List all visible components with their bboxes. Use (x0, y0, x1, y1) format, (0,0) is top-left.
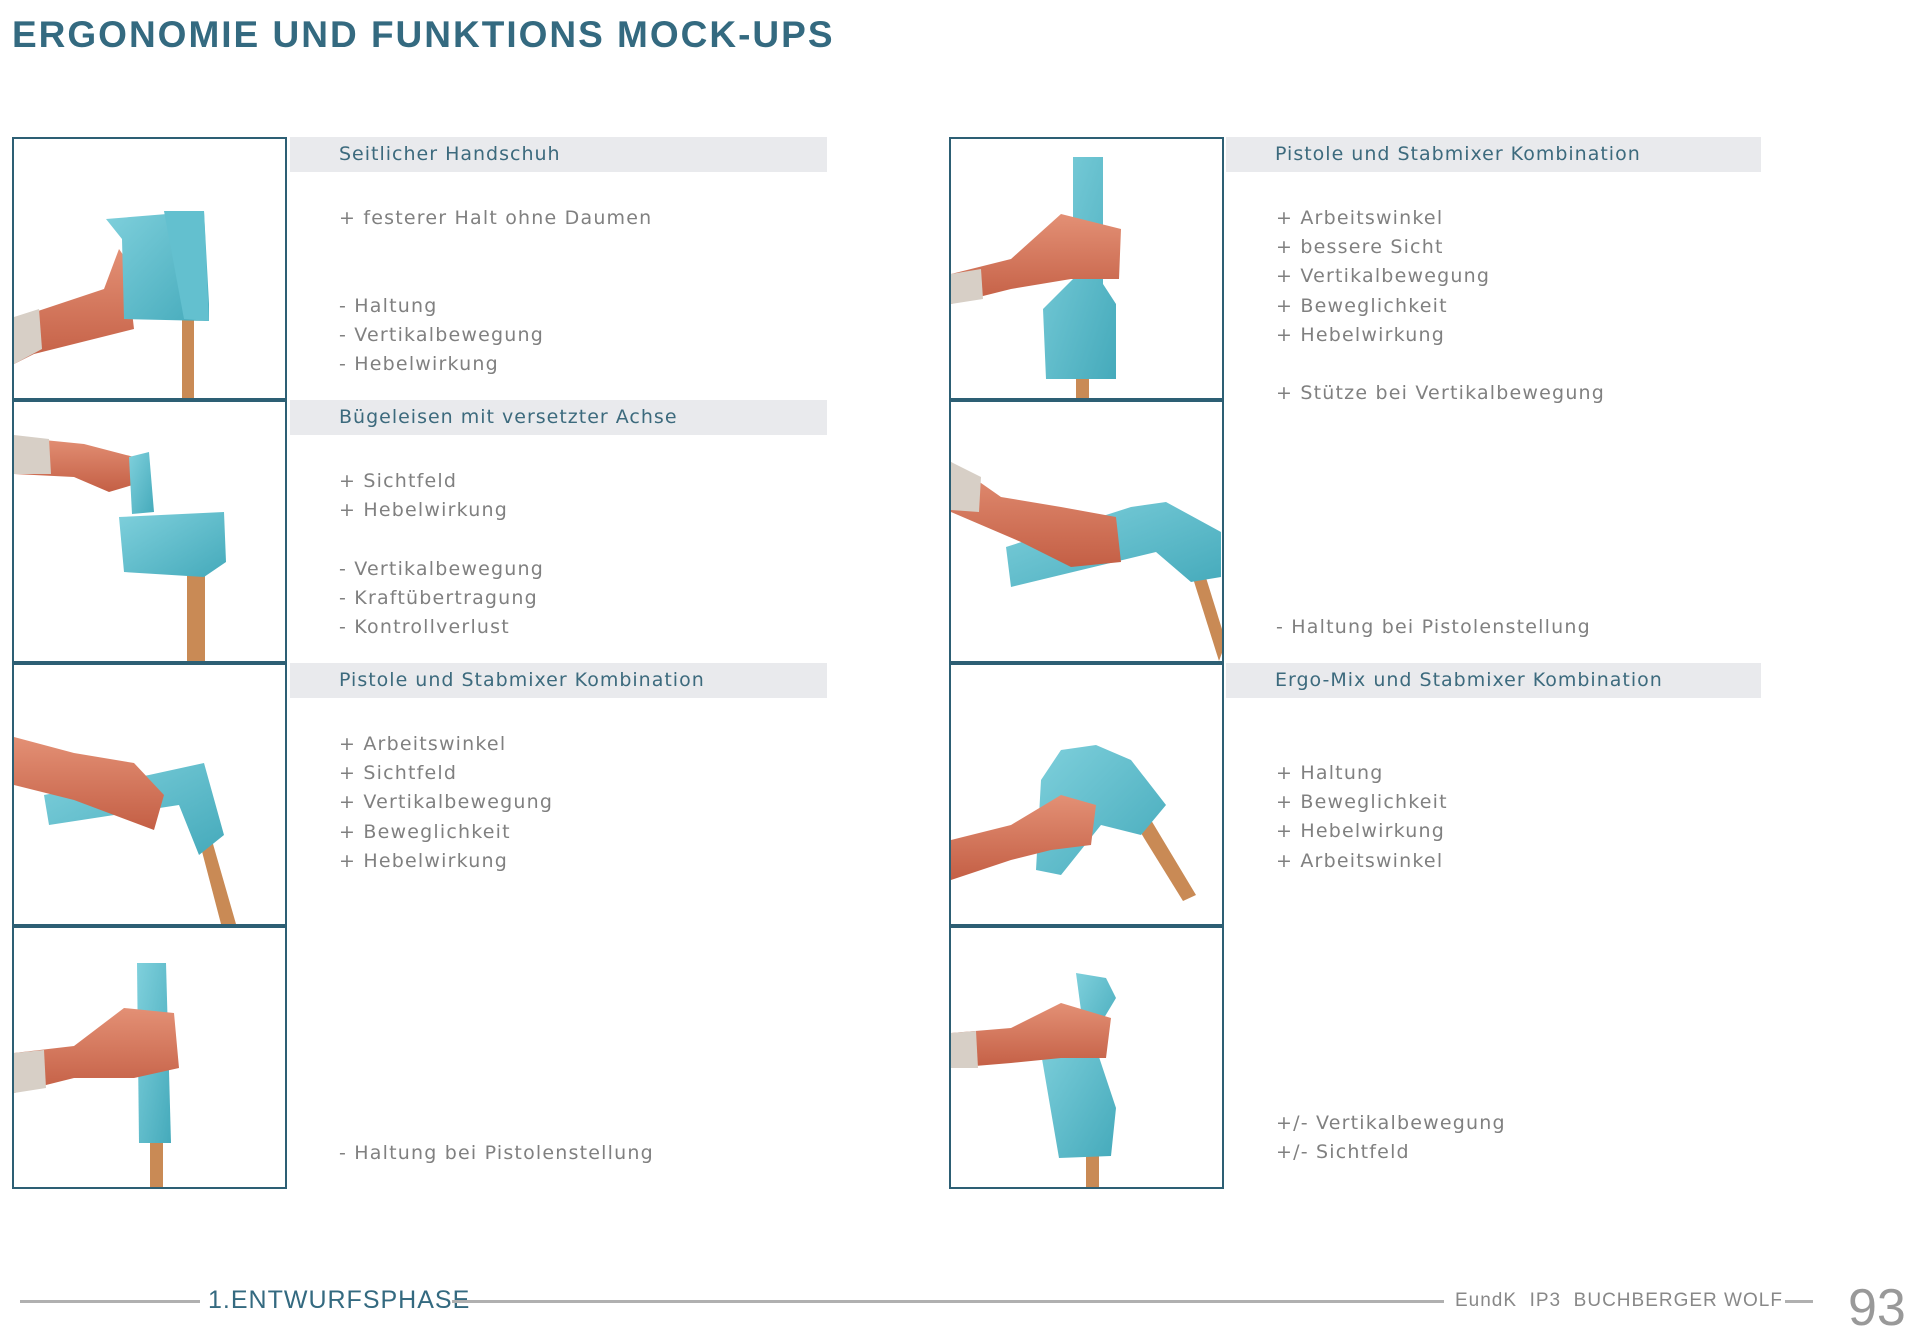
section-notes: - Haltung bei Pistolenstellung (1276, 613, 1591, 642)
note: + Arbeitswinkel (339, 733, 507, 755)
note: + Sichtfeld (339, 470, 458, 492)
page-number: 93 (1848, 1279, 1906, 1337)
note: - Vertikalbewegung (339, 323, 545, 346)
note: + festerer Halt ohne Daumen (339, 207, 653, 229)
footer-chapter: 1.ENTWURFSPHASE (208, 1286, 471, 1314)
note: - Vertikalbewegung (339, 557, 545, 580)
section-notes: + Arbeitswinkel + Sichtfeld + Vertikalbewe… (339, 730, 553, 876)
mockup-photo-stab-diagonal (949, 926, 1224, 1189)
note: + Vertikalbewegung (339, 791, 554, 814)
section-header: Bügeleisen mit versetzter Achse (290, 400, 827, 435)
note (339, 525, 544, 554)
section-header: Pistole und Stabmixer Kombination (290, 663, 827, 698)
note: + Arbeitswinkel (1276, 849, 1444, 872)
note (339, 262, 652, 291)
section-title: Seitlicher Handschuh (339, 143, 561, 165)
note: + Arbeitswinkel (1276, 207, 1444, 229)
note: + Haltung (1276, 762, 1384, 784)
note (1276, 350, 1605, 379)
note: + bessere Sicht (1276, 236, 1444, 259)
section-notes: + festerer Halt ohne Daumen - Haltung - Ve… (339, 204, 652, 379)
note: - Kontrollverlust (339, 615, 510, 638)
section-title: Ergo-Mix und Stabmixer Kombination (1275, 669, 1663, 691)
section-header: Seitlicher Handschuh (290, 137, 827, 172)
section-notes: + Haltung + Beweglichkeit + Hebelwirkung + … (1276, 759, 1448, 876)
mockup-photo-pistolenstellung (949, 400, 1224, 663)
note: - Haltung bei Pistolenstellung (1276, 616, 1591, 638)
section-header: Ergo-Mix und Stabmixer Kombination (1226, 663, 1761, 698)
section-notes: + Sichtfeld + Hebelwirkung - Vertikalbeweg… (339, 467, 544, 642)
footer-divider (452, 1300, 1444, 1303)
footer-divider (20, 1300, 200, 1303)
section-title: Bügeleisen mit versetzter Achse (339, 406, 678, 428)
mockup-photo-buegeleisen (12, 400, 287, 663)
note (339, 233, 652, 262)
footer-credits: EundK IP3 BUCHBERGER WOLF (1455, 1290, 1783, 1311)
section-header: Pistole und Stabmixer Kombination (1226, 137, 1761, 172)
note: - Haltung bei Pistolenstellung (339, 1142, 654, 1164)
section-title: Pistole und Stabmixer Kombination (1275, 143, 1641, 165)
note: - Kraftübertragung (339, 586, 538, 609)
note: +/- Vertikalbewegung (1276, 1112, 1506, 1134)
note: + Hebelwirkung (1276, 820, 1445, 843)
mockup-photo-stab-vertikal (12, 926, 287, 1189)
section-notes: +/- Vertikalbewegung +/- Sichtfeld (1276, 1109, 1506, 1167)
section-notes: + Arbeitswinkel + bessere Sicht + Vertikal… (1276, 204, 1605, 408)
note: + Beweglichkeit (1276, 294, 1448, 317)
mockup-photo-ergo-mix (949, 663, 1224, 926)
page-title: ERGONOMIE UND FUNKTIONS MOCK-UPS (12, 14, 835, 55)
mockup-photo-pistole-stabmixer-1 (12, 663, 287, 926)
footer-divider (1785, 1300, 1813, 1303)
note: - Hebelwirkung (339, 352, 499, 375)
note: + Hebelwirkung (339, 499, 508, 522)
note: + Vertikalbewegung (1276, 265, 1491, 288)
note: + Beweglichkeit (1276, 791, 1448, 814)
note: +/- Sichtfeld (1276, 1141, 1410, 1164)
note: - Haltung (339, 294, 438, 317)
section-notes: - Haltung bei Pistolenstellung (339, 1139, 654, 1168)
note: + Stütze bei Vertikalbewegung (1276, 382, 1606, 405)
mockup-photo-pistole-stabmixer-2 (949, 137, 1224, 400)
section-title: Pistole und Stabmixer Kombination (339, 669, 705, 691)
note: + Beweglichkeit (339, 820, 511, 843)
mockup-photo-seitlicher-handschuh (12, 137, 287, 400)
note: + Hebelwirkung (339, 849, 508, 872)
note: + Sichtfeld (339, 762, 458, 785)
note: + Hebelwirkung (1276, 323, 1445, 346)
